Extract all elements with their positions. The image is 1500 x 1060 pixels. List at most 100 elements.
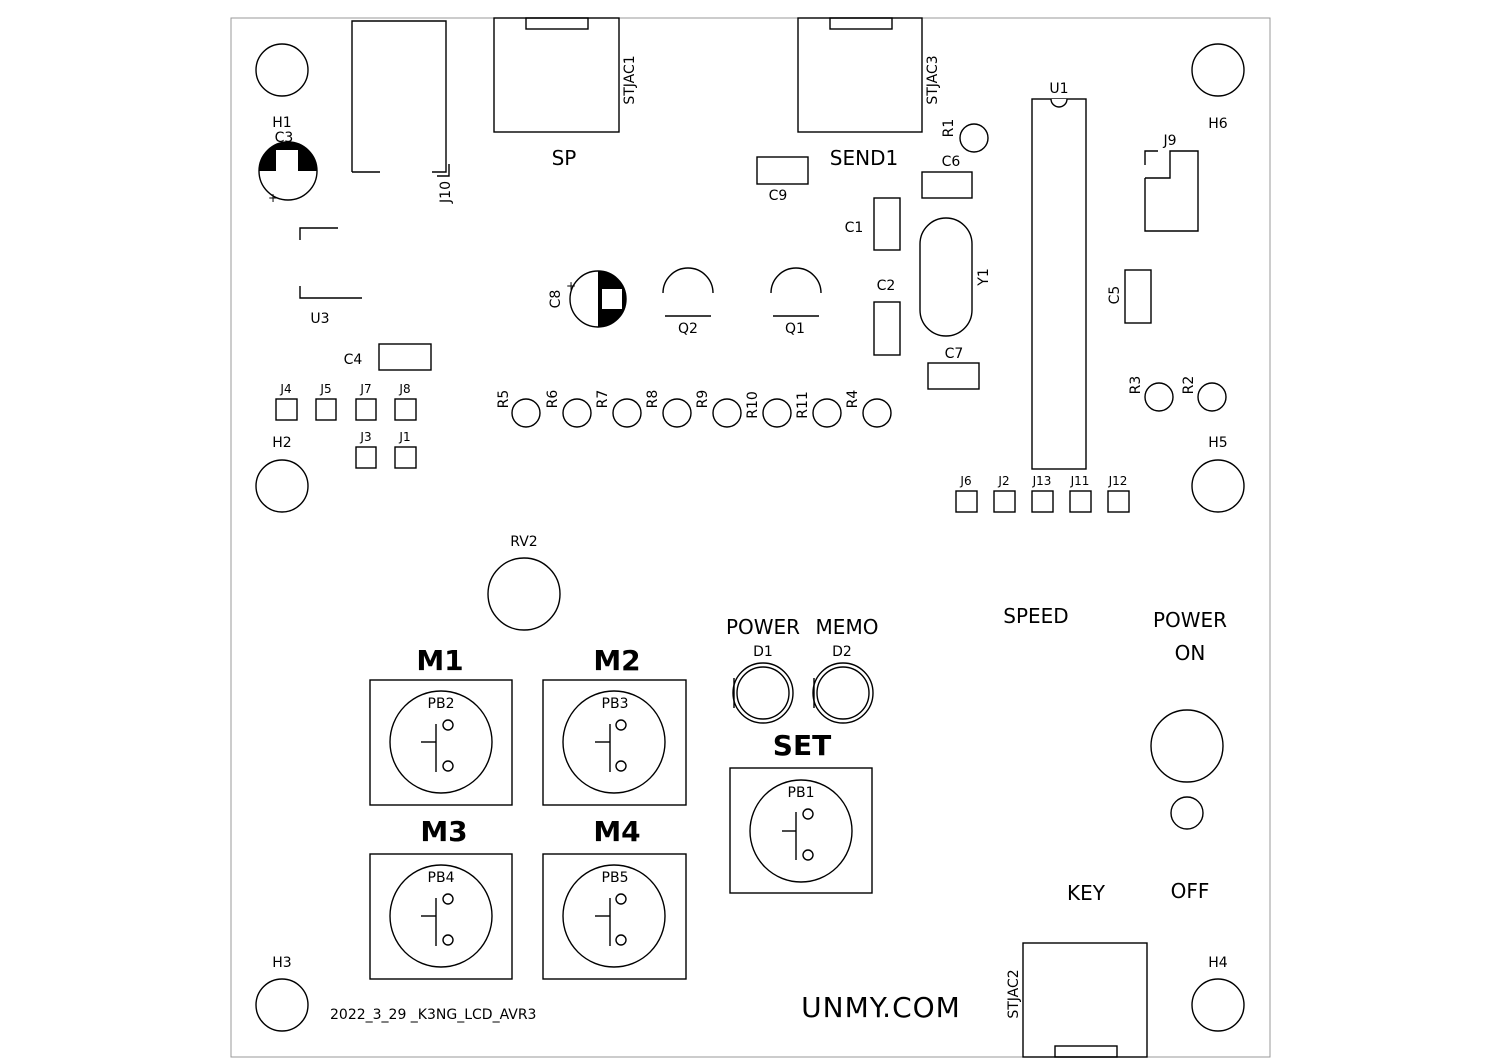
ref-j2: J2 xyxy=(997,474,1009,488)
label-send1: SEND1 xyxy=(830,146,898,170)
ref-c8: C8 xyxy=(548,290,564,309)
jumper-pads-left xyxy=(275,398,417,469)
crystal-y1 xyxy=(919,217,973,337)
ref-r6: R6 xyxy=(545,390,561,409)
label-m3: M3 xyxy=(420,815,467,848)
ref-c3: C3 xyxy=(275,130,294,146)
ref-d1: D1 xyxy=(753,644,773,660)
resistor-row xyxy=(511,398,892,428)
ref-j11: J11 xyxy=(1070,474,1090,488)
ref-c2: C2 xyxy=(877,278,896,294)
ref-u1: U1 xyxy=(1049,81,1068,97)
ref-r3: R3 xyxy=(1128,376,1144,395)
ref-r9: R9 xyxy=(695,390,711,409)
pushbutton-pb4 xyxy=(369,853,513,980)
jack-stjac3 xyxy=(797,17,923,133)
capacitor-c6 xyxy=(921,171,973,199)
ref-j4: J4 xyxy=(279,382,291,396)
ref-r7: R7 xyxy=(595,390,611,409)
led-d1 xyxy=(732,662,794,724)
svg-text:+: + xyxy=(566,279,576,293)
ref-pb1: PB1 xyxy=(788,785,815,801)
label-power-on-2: ON xyxy=(1175,641,1206,665)
ref-y1: Y1 xyxy=(976,268,992,286)
ref-j3: J3 xyxy=(359,430,371,444)
ref-r4: R4 xyxy=(845,390,861,409)
pushbutton-pb3 xyxy=(542,679,687,806)
ref-q1: Q1 xyxy=(785,321,805,337)
led-d2 xyxy=(812,662,874,724)
pushbutton-pb2 xyxy=(369,679,513,806)
ref-j12: J12 xyxy=(1108,474,1128,488)
capacitor-c3: + xyxy=(258,141,318,205)
label-memo-led: MEMO xyxy=(816,615,879,639)
ref-j6: J6 xyxy=(959,474,971,488)
ref-j7: J7 xyxy=(359,382,371,396)
label-m1: M1 xyxy=(416,644,463,677)
ref-c9: C9 xyxy=(769,188,788,204)
ref-stjac3: STJAC3 xyxy=(925,55,941,104)
revision-label: 2022_3_29 _K3NG_LCD_AVR3 xyxy=(330,1007,536,1023)
ref-pb4: PB4 xyxy=(428,870,455,886)
ref-r5: R5 xyxy=(496,390,512,409)
pushbutton-pb5 xyxy=(542,853,687,980)
label-m4: M4 xyxy=(593,815,640,848)
connector-j10 xyxy=(351,20,450,177)
ref-d2: D2 xyxy=(832,644,852,660)
ref-c7: C7 xyxy=(945,346,964,362)
label-power-on-1: POWER xyxy=(1153,608,1227,632)
capacitor-c4 xyxy=(378,343,432,371)
ref-c4: C4 xyxy=(344,352,363,368)
jack-stjac1 xyxy=(493,17,620,133)
ref-h3: H3 xyxy=(272,955,291,971)
ref-c1: C1 xyxy=(845,220,864,236)
ref-pb3: PB3 xyxy=(602,696,629,712)
ref-j8: J8 xyxy=(398,382,410,396)
label-off: OFF xyxy=(1171,879,1210,903)
ref-j10: J10 xyxy=(438,181,454,204)
ref-u3: U3 xyxy=(310,311,329,327)
power-switch-knob xyxy=(1150,709,1224,783)
resistor-r3 xyxy=(1144,382,1174,412)
connector-j9 xyxy=(1144,150,1199,232)
ref-r2: R2 xyxy=(1181,376,1197,395)
ref-h1: H1 xyxy=(272,115,291,131)
mounting-holes xyxy=(255,43,1245,1032)
svg-text:+: + xyxy=(268,191,278,205)
label-power-led: POWER xyxy=(726,615,800,639)
capacitor-c7 xyxy=(927,362,980,390)
ref-j5: J5 xyxy=(319,382,331,396)
ref-stjac1: STJAC1 xyxy=(622,55,638,104)
label-speed: SPEED xyxy=(1003,604,1068,628)
ic-u1 xyxy=(1031,98,1087,470)
ref-j13: J13 xyxy=(1032,474,1052,488)
ref-rv2: RV2 xyxy=(510,534,537,550)
ref-h4: H4 xyxy=(1208,955,1228,971)
board-outline xyxy=(230,17,1271,1058)
resistor-r2 xyxy=(1197,382,1227,412)
ref-r8: R8 xyxy=(645,390,661,409)
resistor-r1 xyxy=(959,123,989,153)
ref-h2: H2 xyxy=(272,435,291,451)
ref-c5: C5 xyxy=(1107,286,1123,305)
capacitor-c8: + xyxy=(566,270,627,328)
ref-c6: C6 xyxy=(942,154,961,170)
power-switch-hole xyxy=(1170,796,1204,830)
ref-r1: R1 xyxy=(941,119,957,138)
ref-stjac2: STJAC2 xyxy=(1006,969,1022,1018)
transistor-q2 xyxy=(662,267,714,317)
ref-j9: J9 xyxy=(1162,133,1176,149)
label-key: KEY xyxy=(1067,881,1106,905)
capacitor-c9 xyxy=(756,156,809,185)
ref-q2: Q2 xyxy=(678,321,698,337)
transistor-q1 xyxy=(770,267,822,317)
pushbutton-pb1 xyxy=(729,767,873,894)
label-m2: M2 xyxy=(593,644,640,677)
ref-pb2: PB2 xyxy=(428,696,455,712)
site-label: UNMY.COM xyxy=(801,991,961,1024)
potentiometer-rv2 xyxy=(487,557,561,631)
ref-h6: H6 xyxy=(1208,116,1228,132)
ref-r11: R11 xyxy=(795,391,811,419)
ref-r10: R10 xyxy=(745,391,761,419)
